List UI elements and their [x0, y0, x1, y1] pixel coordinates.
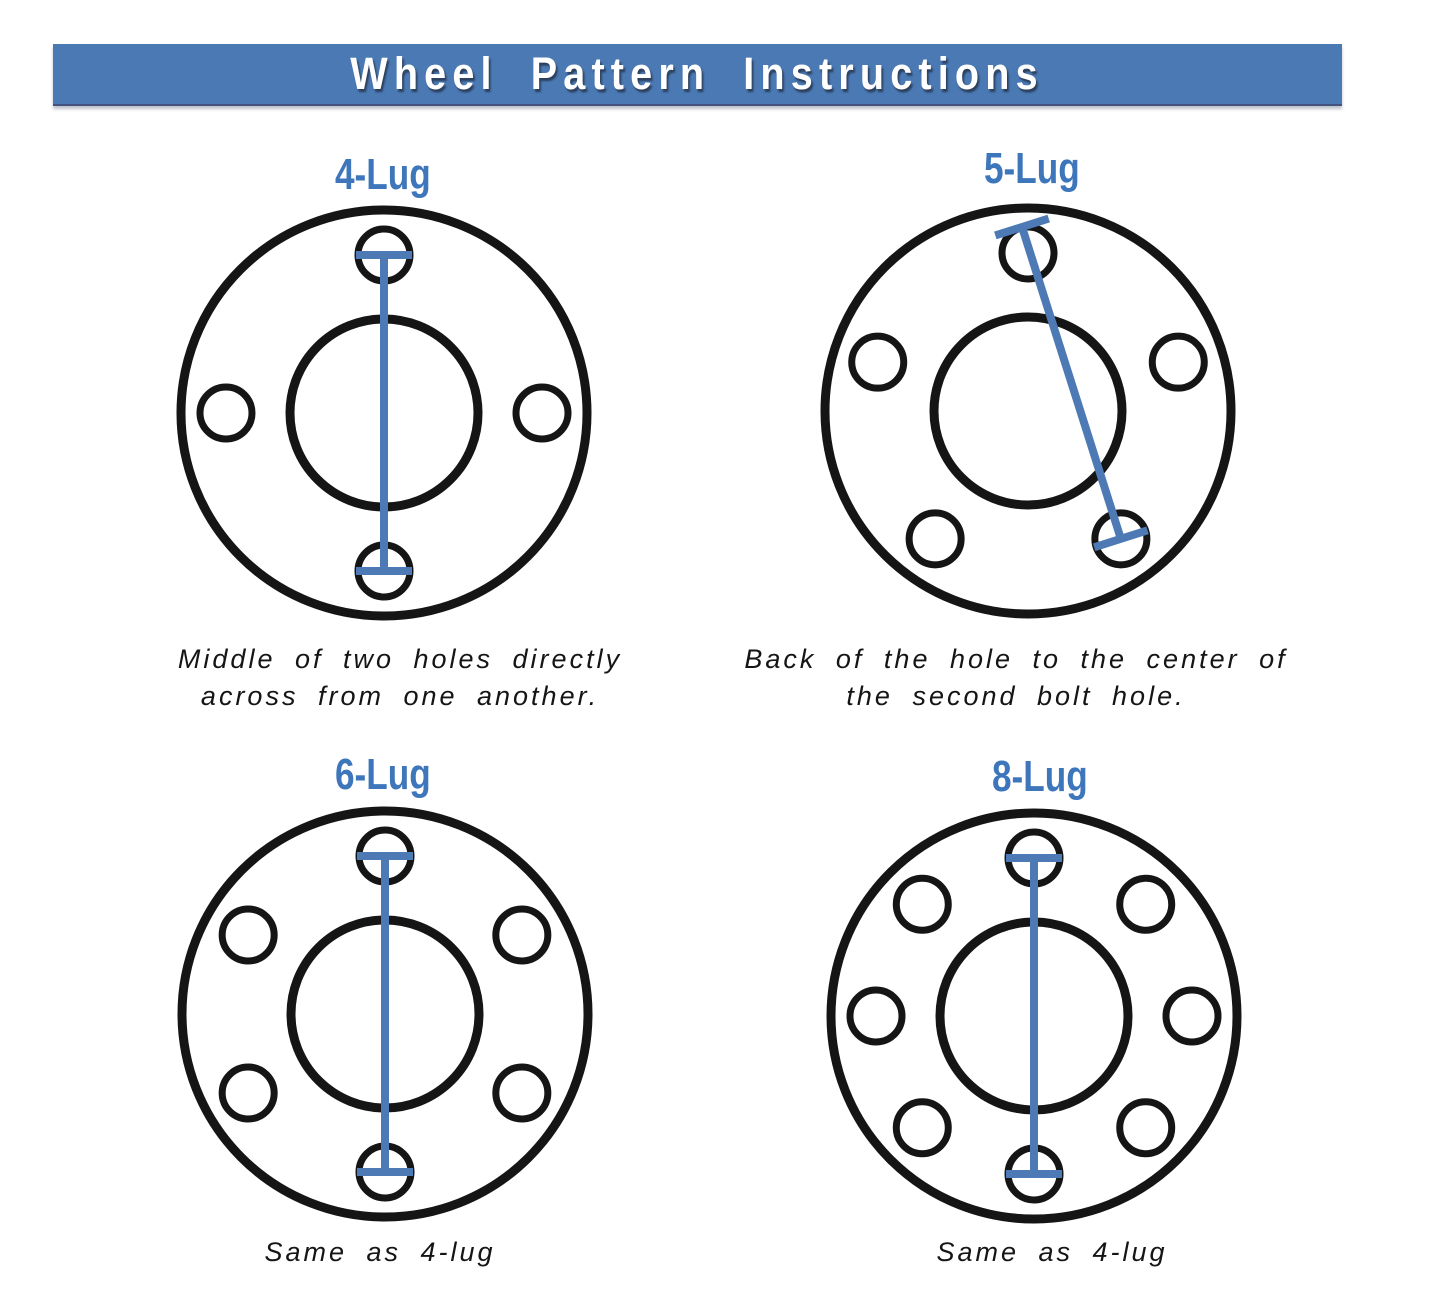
- measurement-line: [356, 251, 412, 575]
- bolt-hole: [1148, 332, 1208, 392]
- bolt-hole: [512, 383, 572, 443]
- measurement-line: [1006, 854, 1062, 1178]
- bolt-hole: [892, 1098, 952, 1158]
- caption-line: the second bolt hole.: [846, 681, 1186, 711]
- wheel-diagram-5-lug: [813, 196, 1243, 626]
- wheel-diagram-6-lug: [170, 799, 600, 1229]
- wheel-diagram-4-lug: [169, 198, 599, 628]
- caption-line: Back of the hole to the center of: [744, 644, 1288, 674]
- bolt-hole: [905, 509, 965, 569]
- outer-flange-circle: [176, 205, 592, 621]
- bolt-hole: [848, 332, 908, 392]
- bolt-hole: [1116, 1098, 1176, 1158]
- bolt-hole: [196, 383, 256, 443]
- measurement-line-shaft: [1018, 225, 1125, 541]
- bolt-hole: [492, 1063, 552, 1123]
- caption-8-lug: Same as 4-lug: [742, 1234, 1362, 1271]
- bolt-hole: [1162, 986, 1222, 1046]
- wheel-hub-drawing: [177, 806, 593, 1222]
- wheel-hub-drawing: [820, 203, 1236, 619]
- wheel-hub-drawing: [826, 808, 1242, 1224]
- outer-flange-circle: [177, 806, 593, 1222]
- bolt-hole: [846, 986, 906, 1046]
- wheel-hub-drawing: [176, 205, 592, 621]
- caption-line: Same as 4-lug: [936, 1237, 1168, 1267]
- measurement-line: [357, 852, 413, 1176]
- caption-5-lug: Back of the hole to the center of the se…: [706, 641, 1326, 715]
- caption-line: Middle of two holes directly: [177, 644, 623, 674]
- caption-6-lug: Same as 4-lug: [70, 1234, 690, 1271]
- caption-4-lug: Middle of two holes directly across from…: [90, 641, 710, 715]
- caption-line: across from one another.: [200, 681, 600, 711]
- page-title: Wheel Pattern Instructions: [350, 48, 1045, 99]
- lug-label-5: 5-Lug: [984, 144, 1080, 193]
- bolt-hole: [1116, 874, 1176, 934]
- measurement-crossbar-start: [994, 214, 1050, 240]
- title-banner: Wheel Pattern Instructions: [53, 44, 1342, 106]
- lug-label-4: 4-Lug: [335, 150, 431, 199]
- lug-label-6: 6-Lug: [335, 750, 431, 799]
- outer-flange-circle: [826, 808, 1242, 1224]
- bolt-hole: [218, 905, 278, 965]
- measurement-line: [994, 214, 1149, 552]
- bolt-hole: [218, 1063, 278, 1123]
- measurement-crossbar-end: [1092, 526, 1149, 552]
- center-bore-circle: [929, 312, 1127, 510]
- outer-flange-circle: [820, 203, 1236, 619]
- bolt-hole: [892, 874, 952, 934]
- bolt-hole: [492, 905, 552, 965]
- wheel-diagram-8-lug: [819, 801, 1249, 1231]
- caption-line: Same as 4-lug: [264, 1237, 496, 1267]
- lug-label-8: 8-Lug: [992, 752, 1088, 801]
